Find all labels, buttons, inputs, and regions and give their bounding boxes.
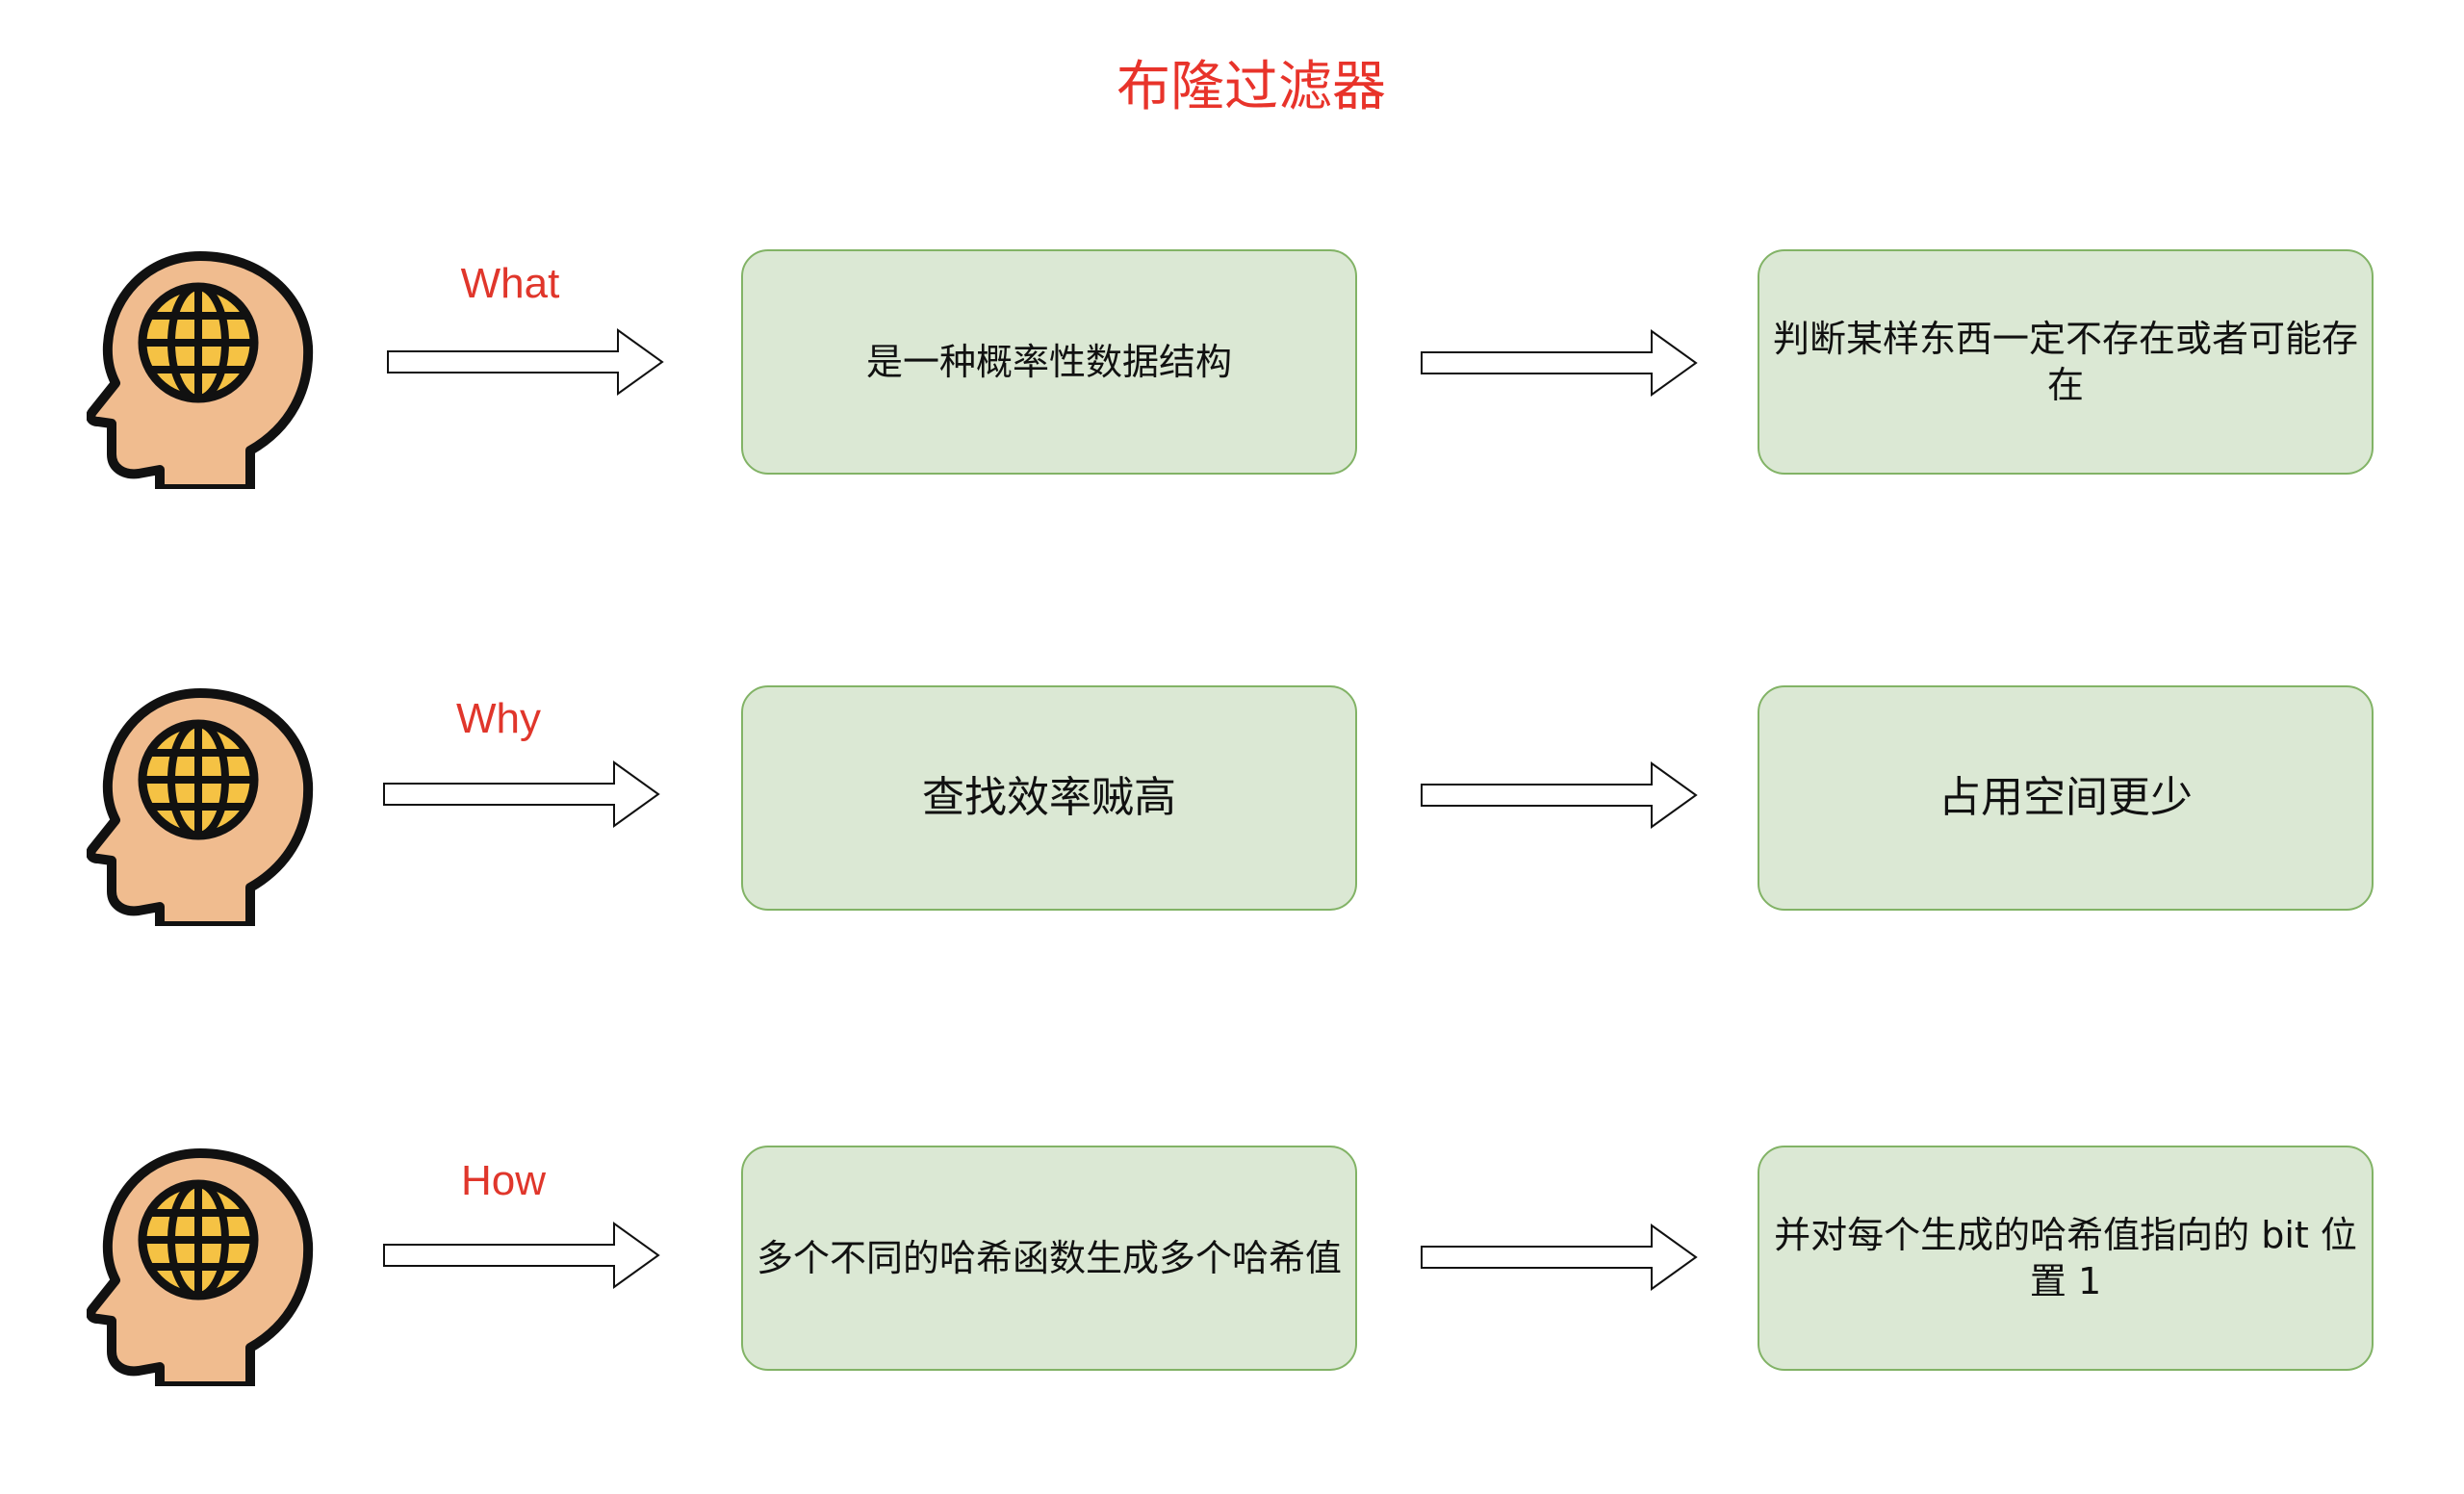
head-with-globe-icon [87, 688, 314, 926]
box-what-definition: 是一种概率性数据结构 [741, 249, 1357, 475]
box-what-result: 判断某样东西一定不存在或者可能存在 [1758, 249, 2374, 475]
right-arrow-icon [1421, 1224, 1698, 1291]
head-with-globe-icon [87, 251, 314, 489]
right-arrow-icon [383, 760, 660, 828]
right-arrow-icon [1421, 329, 1698, 397]
row-label-how: How [460, 1157, 547, 1204]
box-how-result: 并对每个生成的哈希值指向的 bit 位置 1 [1758, 1146, 2374, 1371]
head-with-globe-icon [87, 1148, 314, 1386]
diagram-title: 布隆过滤器 [1116, 56, 1386, 118]
box-why-result: 占用空间更少 [1758, 685, 2374, 911]
row-label-what: What [460, 260, 560, 307]
right-arrow-icon [387, 328, 664, 396]
box-why-reason: 查找效率贼高 [741, 685, 1357, 911]
right-arrow-icon [1421, 761, 1698, 829]
row-label-why: Why [456, 695, 541, 742]
right-arrow-icon [383, 1222, 660, 1289]
box-how-method: 多个不同的哈希函数生成多个哈希值 [741, 1146, 1357, 1371]
